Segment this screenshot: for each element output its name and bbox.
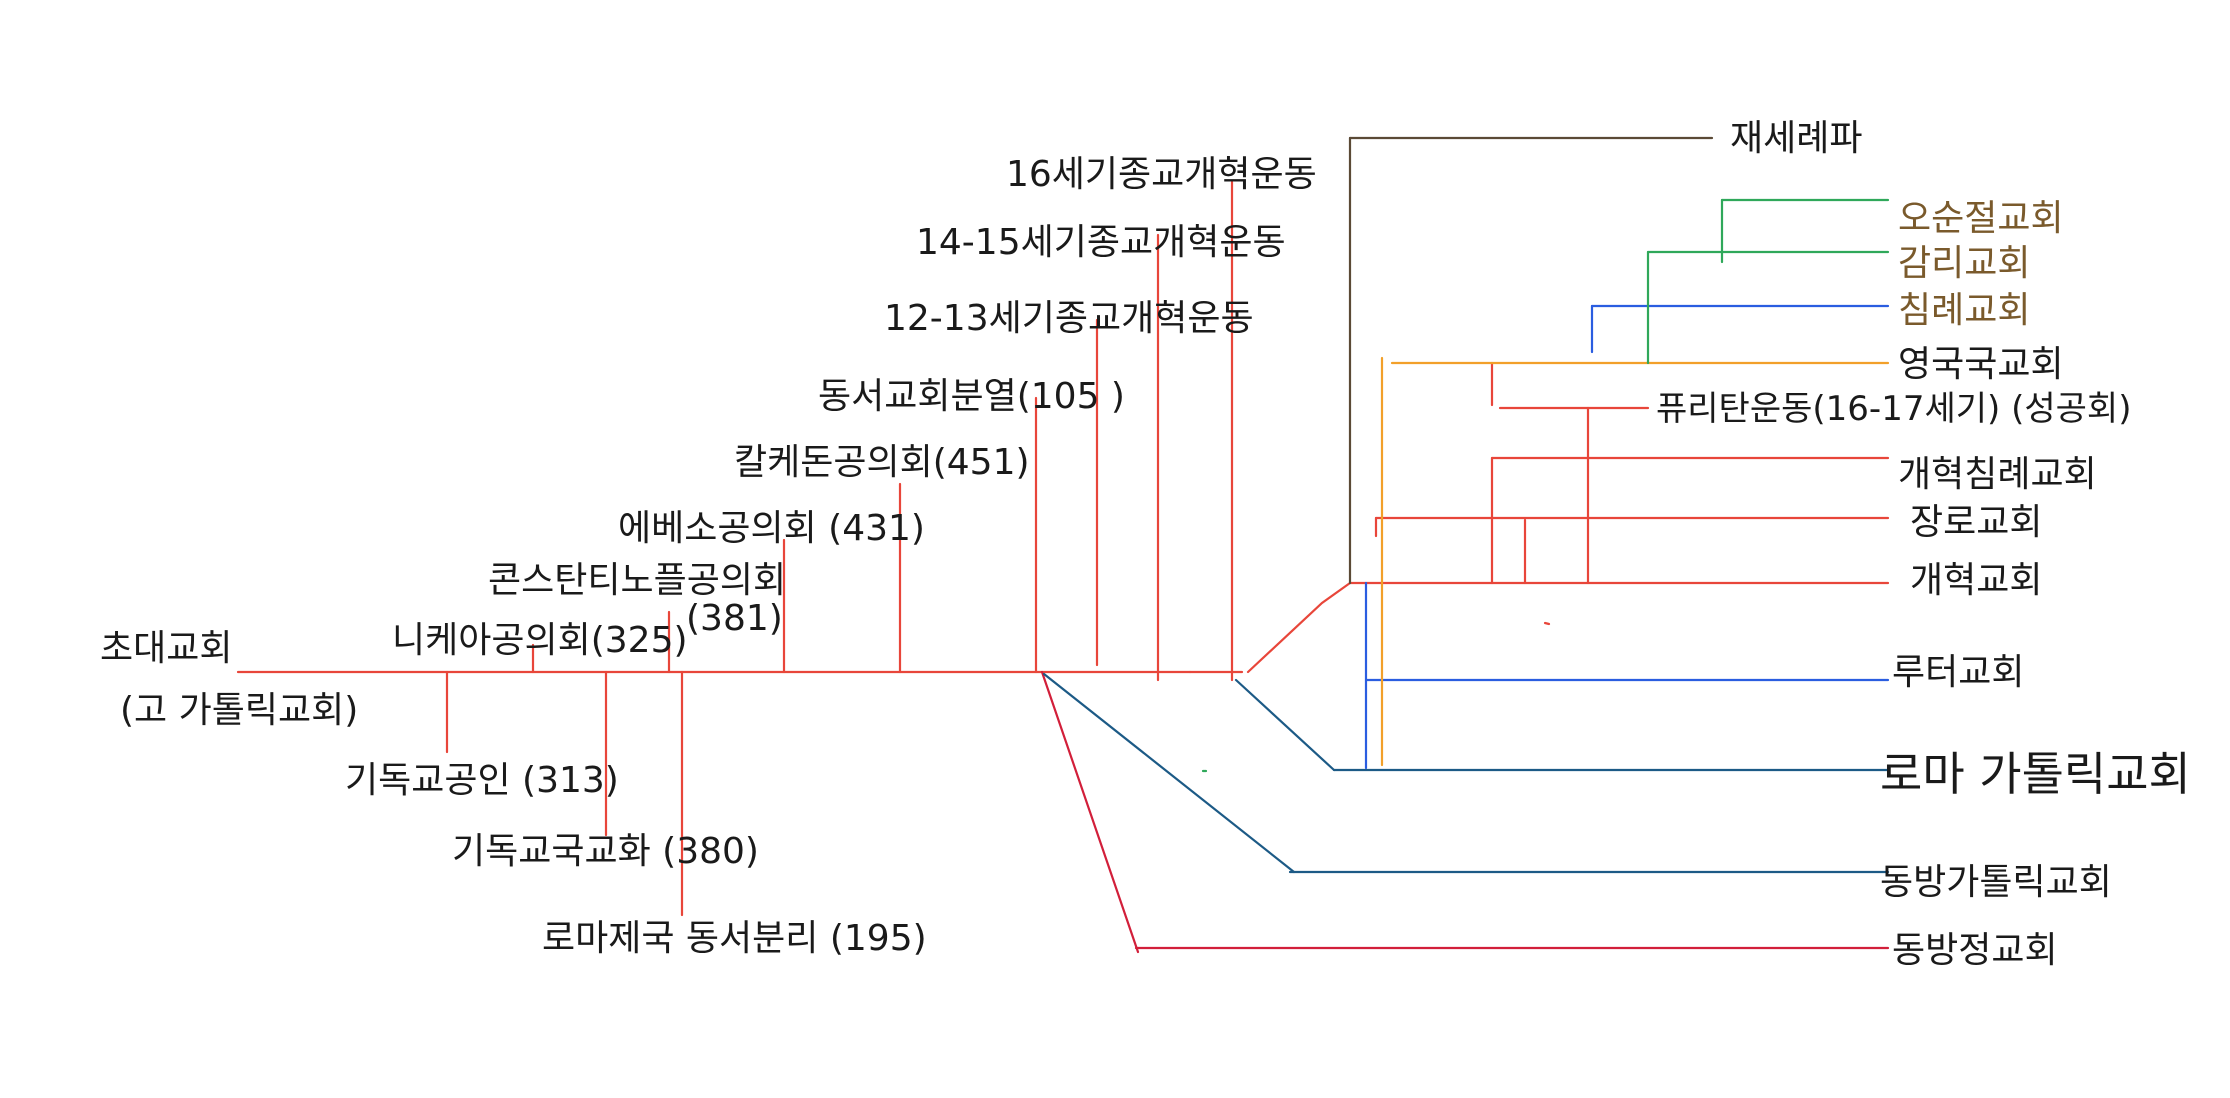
label-roman-catholic: 로마 가톨릭교회 [1880, 747, 2191, 801]
label-state-religion: 기독교국교화 (380) [452, 831, 759, 872]
main-timeline [236, 180, 1352, 917]
label-schism: 동서교회분열(105 ) [818, 376, 1125, 417]
reformation-diagonal [1246, 581, 1352, 674]
label-reform-14-15: 14-15세기종교개혁운동 [916, 222, 1286, 263]
stray-mark [1543, 621, 1551, 626]
label-ephesus: 에베소공의회 (431) [618, 508, 925, 549]
orthodox-diagonal [1040, 670, 1140, 954]
eastern-catholic-diagonal [1042, 672, 1296, 874]
label-anabaptist: 재세례파 [1730, 118, 1862, 159]
label-presbyterian: 장로교회 [1910, 502, 2042, 543]
label-constantinople-year: (381) [686, 598, 783, 639]
label-reform-16: 16세기종교개혁운동 [1006, 154, 1317, 195]
label-nicaea: 니케아공의회(325) [392, 620, 688, 661]
anabaptist-brown-branch [1348, 136, 1714, 585]
label-pentecostal: 오순절교회 [1898, 198, 2064, 239]
anglican-orange-branch [1380, 356, 1890, 767]
label-puritan: 퓨리탄운동(16-17세기) (성공회) [1656, 389, 2131, 429]
protestant-red-branches [1348, 361, 1890, 626]
lutheran-baptist-blue-branches [1364, 304, 1890, 770]
roman-catholic-diagonal [1234, 678, 1336, 772]
label-early-church: 초대교회 [100, 628, 232, 669]
label-reform-12-13: 12-13세기종교개혁운동 [884, 298, 1254, 339]
eastern-orthodox-branch [1040, 670, 1890, 954]
label-roman-division: 로마제국 동서분리 (195) [542, 918, 927, 959]
label-chalcedon: 칼케돈공의회(451) [734, 442, 1030, 483]
labels: 초대교회 (고 가톨릭교회) 기독교공인 (313) 니케아공의회(325) 기… [100, 118, 2191, 971]
catholic-navy-branches [1042, 672, 1890, 874]
label-christian-recognition: 기독교공인 (313) [345, 760, 619, 801]
label-baptist: 침례교회 [1898, 290, 2030, 331]
methodist-green-branches [1201, 198, 1890, 773]
label-eastern-orthodox: 동방정교회 [1892, 930, 2058, 971]
label-early-church-sub: (고 가톨릭교회) [120, 690, 358, 731]
label-anglican: 영국국교회 [1898, 344, 2064, 385]
label-reformed: 개혁교회 [1910, 560, 2042, 601]
label-methodist: 감리교회 [1898, 243, 2030, 284]
label-lutheran: 루터교회 [1892, 652, 2024, 693]
label-eastern-catholic: 동방가톨릭교회 [1880, 862, 2112, 903]
label-reformed-baptist: 개혁침례교회 [1898, 454, 2097, 495]
label-constantinople: 콘스탄티노플공의회 [488, 560, 786, 601]
